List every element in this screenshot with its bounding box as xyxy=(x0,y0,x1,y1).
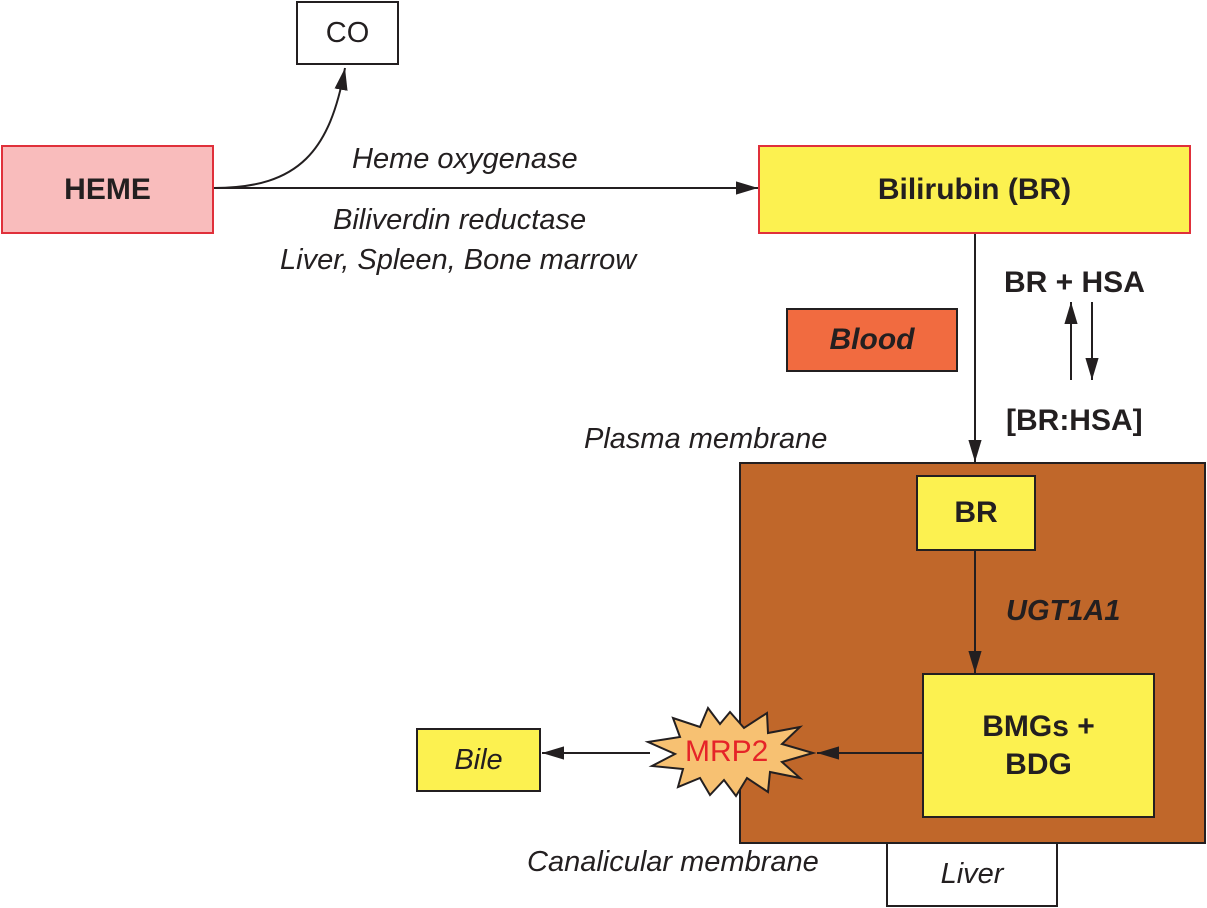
heme-label: HEME xyxy=(64,172,151,206)
bilirubin-box: Bilirubin (BR) xyxy=(758,145,1191,234)
conjugates-line2: BDG xyxy=(1005,747,1072,781)
br-hsa-label: BR + HSA xyxy=(1004,266,1145,299)
heme-box: HEME xyxy=(1,145,214,234)
blood-box: Blood xyxy=(786,308,958,372)
heme-oxygenase-label: Heme oxygenase xyxy=(352,143,578,175)
plasma-membrane-label: Plasma membrane xyxy=(584,423,828,455)
liver-label: Liver xyxy=(940,858,1004,890)
br-hsa-complex-label: [BR:HSA] xyxy=(1006,404,1143,437)
br-inner-box: BR xyxy=(916,475,1036,551)
blood-label: Blood xyxy=(829,323,915,356)
mrp2-starburst xyxy=(644,706,817,798)
biliverdin-reductase-label: Biliverdin reductase xyxy=(333,204,587,236)
co-label: CO xyxy=(325,16,370,49)
mrp2-label: MRP2 xyxy=(685,735,769,768)
arrow-heme-to-co xyxy=(213,67,348,189)
ugt1a1-label: UGT1A1 xyxy=(1006,595,1121,627)
bile-box: Bile xyxy=(416,728,541,792)
co-box: CO xyxy=(296,1,399,65)
conjugates-line1: BMGs + xyxy=(982,709,1095,743)
sites-label: Liver, Spleen, Bone marrow xyxy=(280,244,637,276)
bile-label: Bile xyxy=(454,743,503,776)
bilirubin-label: Bilirubin (BR) xyxy=(877,172,1072,206)
conjugates-box: BMGs + BDG xyxy=(922,673,1155,818)
canalicular-membrane-label: Canalicular membrane xyxy=(527,846,819,878)
liver-box: Liver xyxy=(886,842,1058,907)
br-inner-label: BR xyxy=(954,496,998,529)
